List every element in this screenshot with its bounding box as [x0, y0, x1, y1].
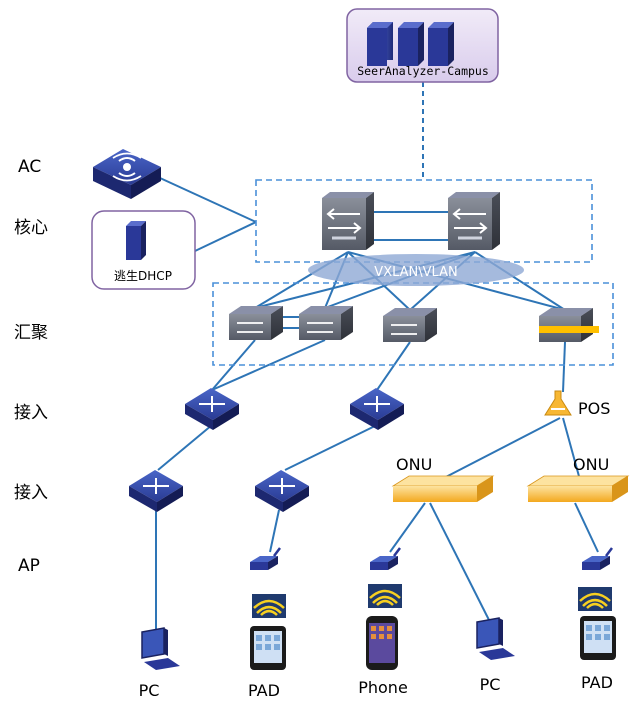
- access-switch-3: [129, 470, 183, 512]
- access-switch-4: [255, 470, 309, 512]
- server-icon: [126, 221, 146, 260]
- tier-label-ap: AP: [18, 556, 40, 576]
- tier-label-aggregation: 汇聚: [14, 323, 48, 343]
- terminal-label-phone: Phone: [358, 678, 408, 697]
- tier-labels: AC 核心 汇聚 接入 接入 AP: [14, 157, 48, 576]
- wifi-signal-icon: [578, 587, 612, 611]
- vxlan-overlay: [308, 254, 524, 286]
- access-switch-2: [350, 388, 404, 430]
- ac-node: [93, 149, 161, 199]
- escape-dhcp-node: 逃生DHCP: [91, 210, 196, 290]
- splitter-icon: [544, 390, 572, 416]
- access-access-link: [284, 424, 378, 471]
- onu-icon: [391, 475, 495, 502]
- server-rack-icon: [367, 22, 454, 66]
- agg-switch-3: [383, 308, 437, 342]
- agg-switch-1: [229, 306, 283, 340]
- tier-label-core: 核心: [14, 218, 48, 238]
- agg-access-link: [376, 341, 411, 391]
- core-group-box: [255, 179, 593, 263]
- terminal-label-pc-right: PC: [480, 675, 501, 694]
- onu-ap-link: [574, 502, 599, 553]
- pon-card-highlight: [539, 326, 599, 333]
- onu-icon: [526, 475, 630, 502]
- onu-left: ONU: [391, 455, 495, 502]
- agg-access-link: [211, 339, 326, 391]
- pos-node: POS: [544, 390, 610, 418]
- switch-ap-link: [269, 509, 280, 553]
- pos-onu-link: [562, 417, 581, 481]
- escape-dhcp-label: 逃生DHCP: [114, 269, 172, 283]
- onu-ap-link: [389, 502, 426, 553]
- tier-label-access-2: 接入: [14, 483, 48, 503]
- onu-pc-link: [429, 502, 491, 623]
- ac-core-link: [159, 177, 257, 223]
- terminal-label-pc-left: PC: [139, 681, 160, 700]
- wifi-signal-icon: [252, 594, 286, 618]
- access-switch-1: [185, 388, 239, 430]
- tablet-icon: [250, 626, 286, 670]
- tier-label-access-1: 接入: [14, 403, 48, 423]
- onu-left-label: ONU: [396, 455, 432, 474]
- core-switch-right: [448, 192, 500, 250]
- analyzer-node: SeerAnalyzer-Campus: [346, 8, 499, 83]
- access-access-link: [157, 424, 213, 471]
- phone-icon: [366, 616, 398, 670]
- pos-label: POS: [578, 399, 610, 418]
- terminal-label-pad-left: PAD: [248, 681, 280, 700]
- tier-label-ac: AC: [18, 157, 41, 177]
- pos-onu-link: [439, 417, 561, 481]
- wifi-signal-icon: [368, 584, 402, 608]
- onu-right: ONU: [526, 455, 630, 502]
- agg-pos-link: [562, 341, 566, 393]
- wireless-controller-icon: [93, 149, 161, 199]
- dhcp-core-link: [194, 221, 257, 252]
- pc-icon: [476, 617, 515, 660]
- links: [155, 82, 599, 630]
- access-point-3: [582, 547, 613, 570]
- tablet-icon: [580, 616, 616, 660]
- agg-switch-2: [299, 306, 353, 340]
- terminal-label-pad-right: PAD: [581, 673, 613, 692]
- agg-switch-olt: [539, 308, 599, 342]
- vxlan-label: VXLAN\VLAN: [374, 265, 457, 280]
- analyzer-label: SeerAnalyzer-Campus: [357, 64, 489, 78]
- core-switch-left: [322, 192, 374, 250]
- access-point-2: [370, 547, 401, 570]
- access-point-1: [250, 547, 281, 570]
- pc-icon: [141, 627, 180, 670]
- onu-right-label: ONU: [573, 455, 609, 474]
